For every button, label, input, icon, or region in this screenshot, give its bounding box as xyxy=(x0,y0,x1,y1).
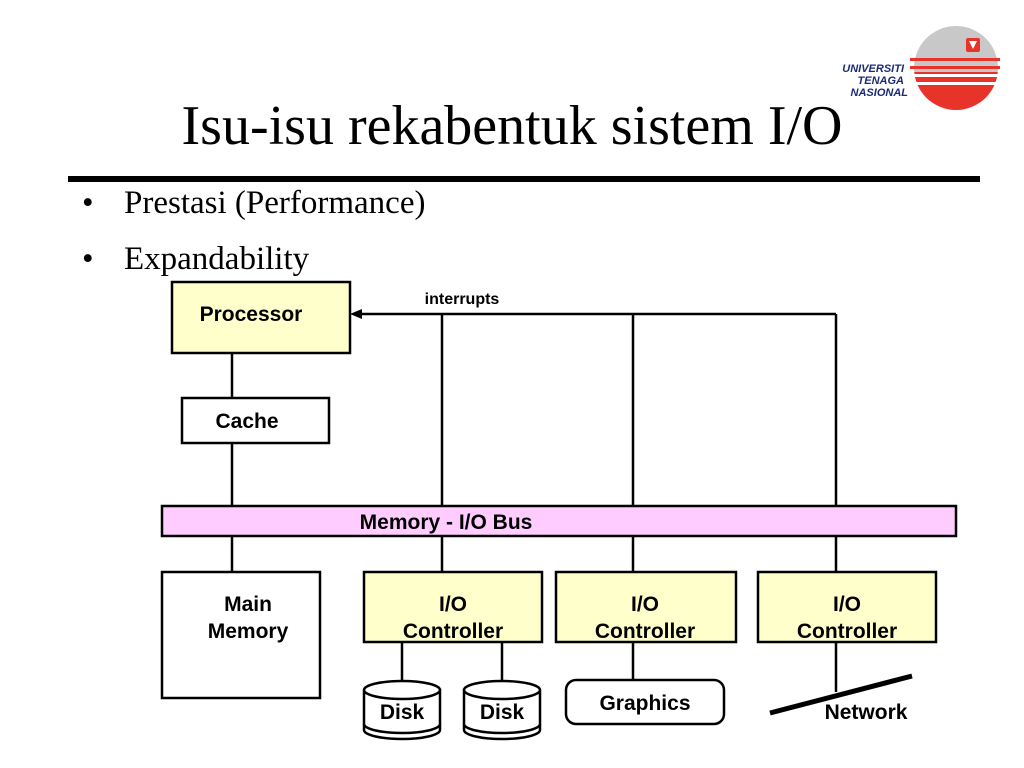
logo-line-universiti: UNIVERSITI xyxy=(842,63,905,75)
logo-line-nasional: NASIONAL xyxy=(851,87,909,99)
io-controller-1-label-line-1: I/O xyxy=(439,593,467,616)
processor-box xyxy=(170,280,352,355)
bullet-item: •Prestasi (Performance) xyxy=(82,185,426,221)
cache-label: Cache xyxy=(215,410,278,433)
io-controller-box-1 xyxy=(362,570,544,644)
title-divider xyxy=(68,176,980,182)
disk-2-label: Disk xyxy=(480,701,525,724)
io-controller-3-label-line-1: I/O xyxy=(833,593,861,616)
disk-cylinder-icon xyxy=(462,679,542,741)
interrupts-label: interrupts xyxy=(425,291,500,308)
cache-box xyxy=(180,396,331,445)
io-controller-2-label-line-1: I/O xyxy=(631,593,659,616)
io-controller-box-2 xyxy=(554,570,738,644)
bullet-list: •Prestasi (Performance) •Expandability xyxy=(82,184,425,296)
slide-title: Isu-isu rekabentuk sistem I/O xyxy=(181,95,843,157)
memory-io-bus xyxy=(160,504,958,538)
logo-line-tenaga: TENAGA xyxy=(858,75,905,87)
interrupt-arrowhead-icon xyxy=(350,309,362,319)
bullet-text-performance: Prestasi (Performance) xyxy=(124,185,426,221)
bullet-text-expandability: Expandability xyxy=(124,241,310,277)
io-controller-box-3 xyxy=(756,570,938,644)
disk-1-label: Disk xyxy=(380,701,425,724)
bullet-item: •Expandability xyxy=(82,241,310,277)
main-memory-label-line-1: Main xyxy=(224,593,272,616)
disk-cylinder-icon xyxy=(362,679,442,741)
graphics-label: Graphics xyxy=(599,692,690,715)
bus-label: Memory - I/O Bus xyxy=(360,511,533,534)
university-logo: UNIVERSITI TENAGA NASIONAL xyxy=(842,26,1000,110)
main-memory-box xyxy=(160,570,322,700)
io-controller-3-label-line-2: Controller xyxy=(797,620,897,643)
logo-emblem-icon xyxy=(966,38,980,52)
network-label: Network xyxy=(825,701,908,724)
graphics-box xyxy=(564,678,726,726)
main-memory-label-line-2: Memory xyxy=(208,620,289,643)
network-link-line xyxy=(769,673,913,716)
processor-label: Processor xyxy=(200,303,303,326)
io-controller-2-label-line-2: Controller xyxy=(595,620,695,643)
io-controller-1-label-line-2: Controller xyxy=(403,620,503,643)
